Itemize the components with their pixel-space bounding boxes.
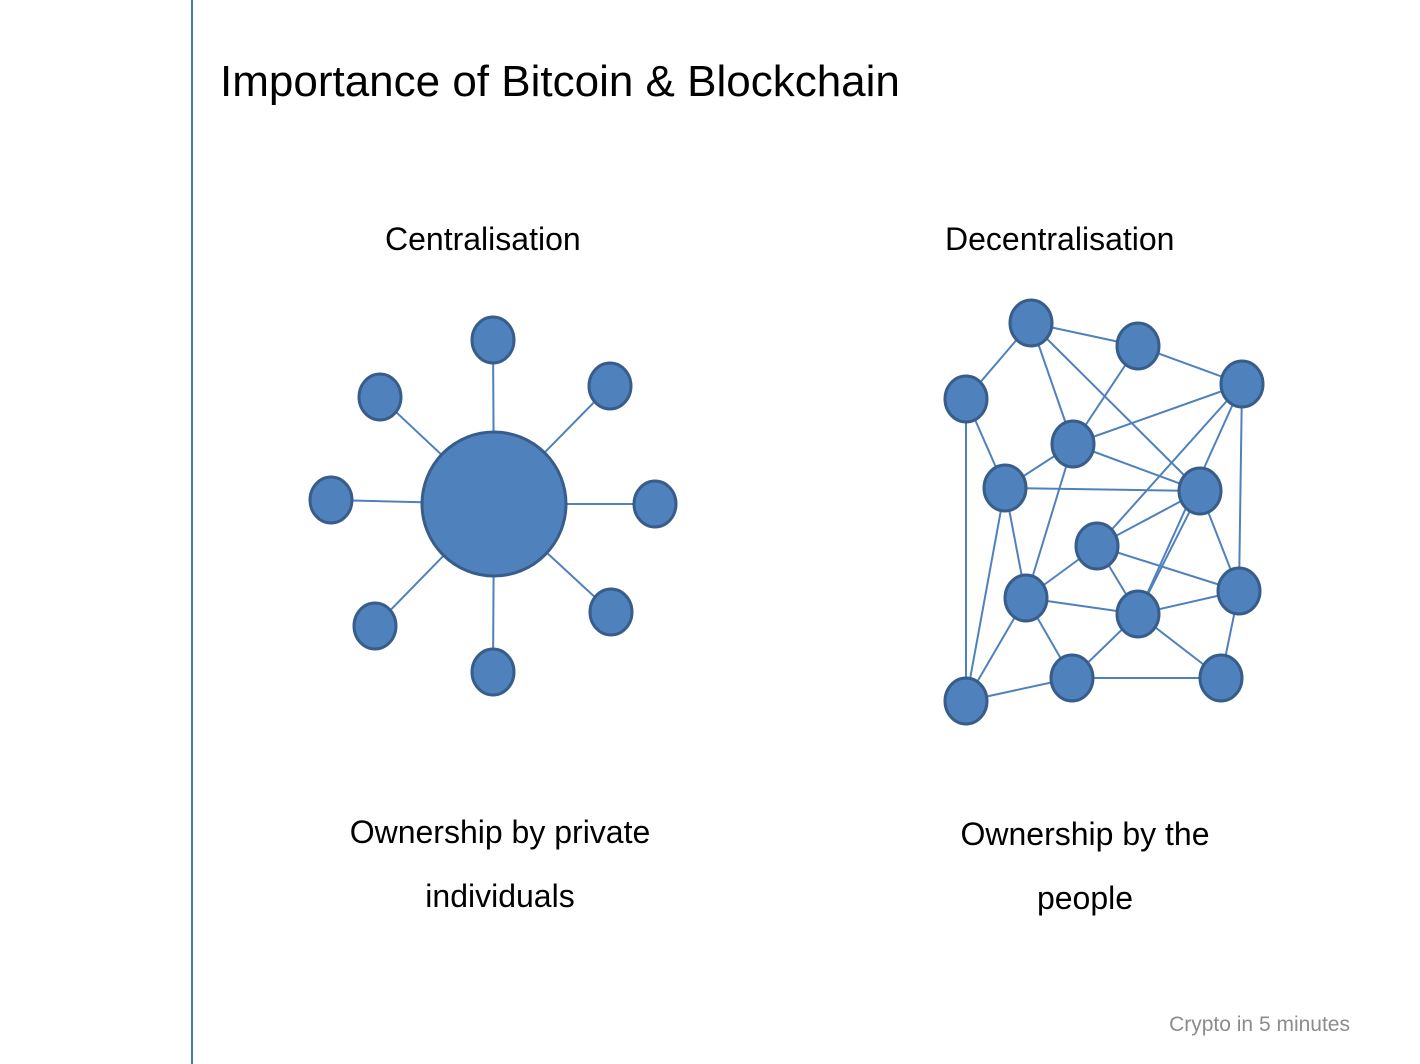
slide-title: Importance of Bitcoin & Blockchain [220,57,900,106]
peripheral-node-5 [470,647,516,697]
peripheral-node-1 [470,315,516,365]
mesh-node-1 [1008,298,1054,348]
peripheral-node-4 [588,587,634,637]
mesh-node-11 [1216,566,1262,616]
decentralisation-caption-line-2: people [1036,880,1134,916]
left-vertical-rule [191,0,193,1064]
decentralised-network-diagram [943,298,1265,726]
mesh-edge-12 [1004,487,1201,492]
peripheral-node-3 [632,479,678,529]
mesh-node-8 [1074,521,1120,571]
mesh-node-3 [1219,359,1265,409]
centralisation-heading: Centralisation [385,221,581,257]
decentralisation-heading: Decentralisation [945,221,1175,257]
mesh-edge-24 [1096,545,1240,592]
decentralisation-caption-line-1: Ownership by the [960,816,1210,852]
mesh-node-12 [1049,653,1095,703]
peripheral-node-2 [587,361,633,411]
peripheral-node-8 [357,372,403,422]
central-hub-node [420,430,568,578]
peripheral-node-7 [308,475,354,525]
mesh-edge-16 [1238,383,1243,592]
centralisation-caption-line-1: Ownership by private [349,814,651,850]
footer-text: Crypto in 5 minutes [1169,1013,1350,1036]
mesh-node-4 [943,374,989,424]
mesh-edge-21 [1025,443,1074,599]
centralisation-caption: Ownership by private individuals [300,800,700,928]
mesh-edge-14 [965,487,1006,702]
mesh-edge-7 [1072,383,1243,445]
mesh-node-9 [1003,573,1049,623]
mesh-node-7 [1177,466,1223,516]
mesh-node-13 [1198,653,1244,703]
mesh-node-10 [1115,589,1161,639]
centralised-network-diagram [308,315,678,697]
mesh-node-2 [1115,321,1161,371]
mesh-node-5 [1050,419,1096,469]
centralisation-caption-line-2: individuals [425,878,575,914]
decentralisation-caption: Ownership by the people [885,802,1285,930]
mesh-node-6 [982,463,1028,513]
mesh-node-14 [943,676,989,726]
peripheral-node-6 [352,601,398,651]
mesh-edge-15 [1096,383,1243,547]
